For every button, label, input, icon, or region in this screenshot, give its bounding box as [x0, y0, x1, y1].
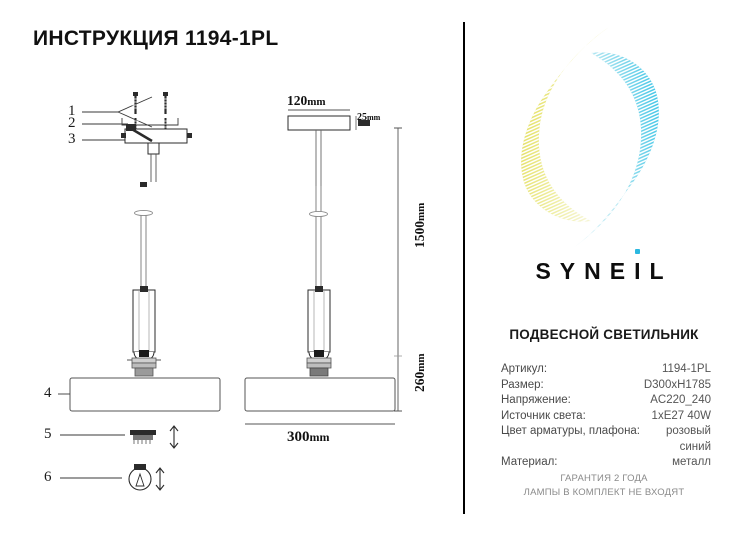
drop-length-unit: mm: [415, 202, 427, 221]
dimension-shade-diameter: 300mm: [287, 429, 330, 446]
spec-value: розовый: [665, 425, 711, 437]
updown-arrow-icon-6: [155, 467, 165, 491]
dimension-canopy-width: 120mm: [287, 93, 326, 109]
warranty-footer: ГАРАНТИЯ 2 ГОДА ЛАМПЫ В КОМПЛЕКТ НЕ ВХОД…: [463, 472, 745, 500]
table-row: Цвет арматуры, плафона: розовый: [501, 424, 711, 440]
technical-drawing: 1 2 3 4 5 6 120mm 25mm 1500mm 260mm 300m…: [44, 92, 428, 491]
spec-value: D300xH1785: [643, 378, 711, 391]
drop-length-value: 1500: [412, 221, 427, 248]
dimension-canopy-height: 25mm: [357, 112, 380, 123]
screw-icon-1: [132, 92, 139, 114]
table-row: Артикул: 1194-1PL: [501, 362, 711, 378]
callout-3: 3: [68, 131, 76, 147]
shade-diameter-unit: mm: [309, 430, 330, 444]
panel-divider: [463, 22, 465, 514]
table-row: Размер: D300xH1785: [501, 378, 711, 394]
spec-label: Материал:: [501, 456, 558, 468]
callout-2: 2: [68, 115, 76, 131]
brand-wordmark: SYNEIL: [463, 249, 745, 285]
updown-arrow-icon-5: [169, 425, 179, 449]
callout-6: 6: [44, 469, 52, 485]
dimension-drop-length: 1500mm: [412, 203, 428, 248]
canopy-width-value: 120: [287, 93, 308, 108]
fixture-height-unit: mm: [415, 353, 427, 372]
product-type-heading: ПОДВЕСНОЙ СВЕТИЛЬНИК: [509, 327, 699, 342]
callout-5: 5: [44, 426, 52, 442]
spec-label: Артикул:: [501, 363, 548, 375]
spec-label: Источник света:: [501, 409, 586, 422]
callout-4: 4: [44, 385, 52, 401]
canopy-height-unit: mm: [367, 113, 381, 122]
brand-panel: SYNEIL ПОДВЕСНОЙ СВЕТИЛЬНИК Артикул: 119…: [463, 0, 745, 535]
canopy-width-unit: mm: [307, 96, 326, 108]
table-row: Напряжение: AC220_240: [501, 393, 711, 409]
page-title: ИНСТРУКЦИЯ 1194-1PL: [33, 27, 279, 50]
spec-label: Размер:: [501, 378, 544, 391]
spec-value: металл: [672, 456, 711, 468]
screw-icon-2: [162, 92, 169, 114]
spec-label: Цвет арматуры, плафона:: [501, 425, 641, 437]
wordmark-part-1: SYNE: [535, 258, 635, 284]
fixture-height-value: 260: [412, 371, 427, 392]
spec-value: 1xE27 40W: [651, 409, 711, 422]
syneil-swoosh-logo-icon: [513, 25, 663, 250]
spec-color-second-line: синий: [679, 440, 711, 453]
socket-step-icon: [130, 430, 156, 444]
dimension-fixture-height: 260mm: [412, 353, 428, 392]
canopy-height-value: 25: [357, 112, 367, 123]
drawing-svg: [58, 92, 402, 491]
spec-label: Напряжение:: [501, 394, 571, 406]
wordmark-dotted-i: I: [634, 249, 650, 284]
warranty-line: ГАРАНТИЯ 2 ГОДА: [560, 473, 648, 484]
shade-diameter-value: 300: [287, 429, 310, 445]
callout-1: 1: [68, 103, 76, 119]
spec-value: AC220_240: [650, 394, 711, 406]
spec-value: 1194-1PL: [661, 363, 711, 375]
bulbs-not-included-line: ЛАМПЫ В КОМПЛЕКТ НЕ ВХОДЯТ: [523, 487, 685, 498]
specification-table: Артикул: 1194-1PL Размер: D300xH1785 Нап…: [501, 362, 711, 471]
bulb-step-icon: [128, 464, 152, 491]
wordmark-part-2: L: [649, 258, 673, 284]
table-row: Источник света: 1xE27 40W: [501, 409, 711, 425]
table-row: Материал: металл: [501, 455, 711, 471]
